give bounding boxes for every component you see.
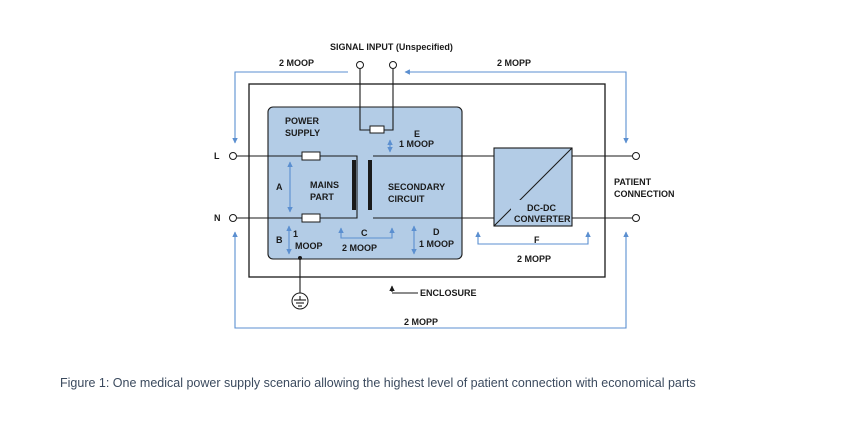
signal-resistor: [369, 125, 385, 134]
moop-path-top-left: [232, 71, 348, 144]
figure-caption: Figure 1: One medical power supply scena…: [60, 376, 696, 390]
f-mopp-label: 2 MOPP: [517, 254, 551, 264]
a-label: A: [276, 182, 283, 192]
mains-part-label-1: MAINS: [310, 180, 339, 190]
b-moop-label-2: MOOP: [295, 241, 323, 251]
power-supply-label-1: POWER: [285, 116, 320, 126]
mains-part-label-2: PART: [310, 192, 334, 202]
fuse-l: [301, 151, 321, 161]
patient-connection-label-1: PATIENT: [614, 177, 652, 187]
l-terminal: [229, 152, 237, 160]
b-moop-label-1: 1: [293, 229, 298, 239]
insulation-diagram: SIGNAL INPUT (Unspecified) 2 MOOP 2 MOPP…: [214, 42, 675, 329]
signal-input-label: SIGNAL INPUT (Unspecified): [330, 42, 453, 52]
patient-terminal-top: [632, 152, 640, 160]
e-moop-label: 1 MOOP: [399, 139, 434, 149]
n-label: N: [214, 213, 221, 223]
transformer-secondary: [368, 160, 372, 210]
transformer-primary: [352, 160, 356, 210]
signal-terminal-right: [389, 61, 397, 69]
mopp-top-right-label: 2 MOPP: [497, 58, 531, 68]
e-label: E: [414, 129, 420, 139]
f-label: F: [534, 235, 540, 245]
d-label: D: [433, 227, 440, 237]
mopp-path-top-right: [404, 69, 629, 144]
signal-terminal-left: [356, 61, 364, 69]
b-label: B: [276, 235, 283, 245]
insulation-f-path: [475, 231, 591, 245]
insulation-c-path: [338, 227, 395, 239]
mopp-bottom-label: 2 MOPP: [404, 317, 438, 327]
dcdc-label-1: DC-DC: [527, 203, 556, 213]
fuse-n: [301, 213, 321, 223]
patient-connection-label-2: CONNECTION: [614, 189, 675, 199]
c-label: C: [361, 228, 368, 238]
secondary-circuit-label-2: CIRCUIT: [388, 194, 425, 204]
n-terminal: [229, 214, 237, 222]
moop-top-left-label: 2 MOOP: [279, 58, 314, 68]
power-supply-label-2: SUPPLY: [285, 128, 320, 138]
mopp-path-bottom: [232, 231, 629, 329]
c-moop-label: 2 MOOP: [342, 243, 377, 253]
enclosure-label: ENCLOSURE: [420, 288, 477, 298]
patient-terminal-bottom: [632, 214, 640, 222]
secondary-circuit-label-1: SECONDARY: [388, 182, 445, 192]
l-label: L: [214, 151, 220, 161]
earth-icon: [291, 292, 309, 310]
dcdc-label-2: CONVERTER: [514, 214, 571, 224]
d-moop-label: 1 MOOP: [419, 239, 454, 249]
